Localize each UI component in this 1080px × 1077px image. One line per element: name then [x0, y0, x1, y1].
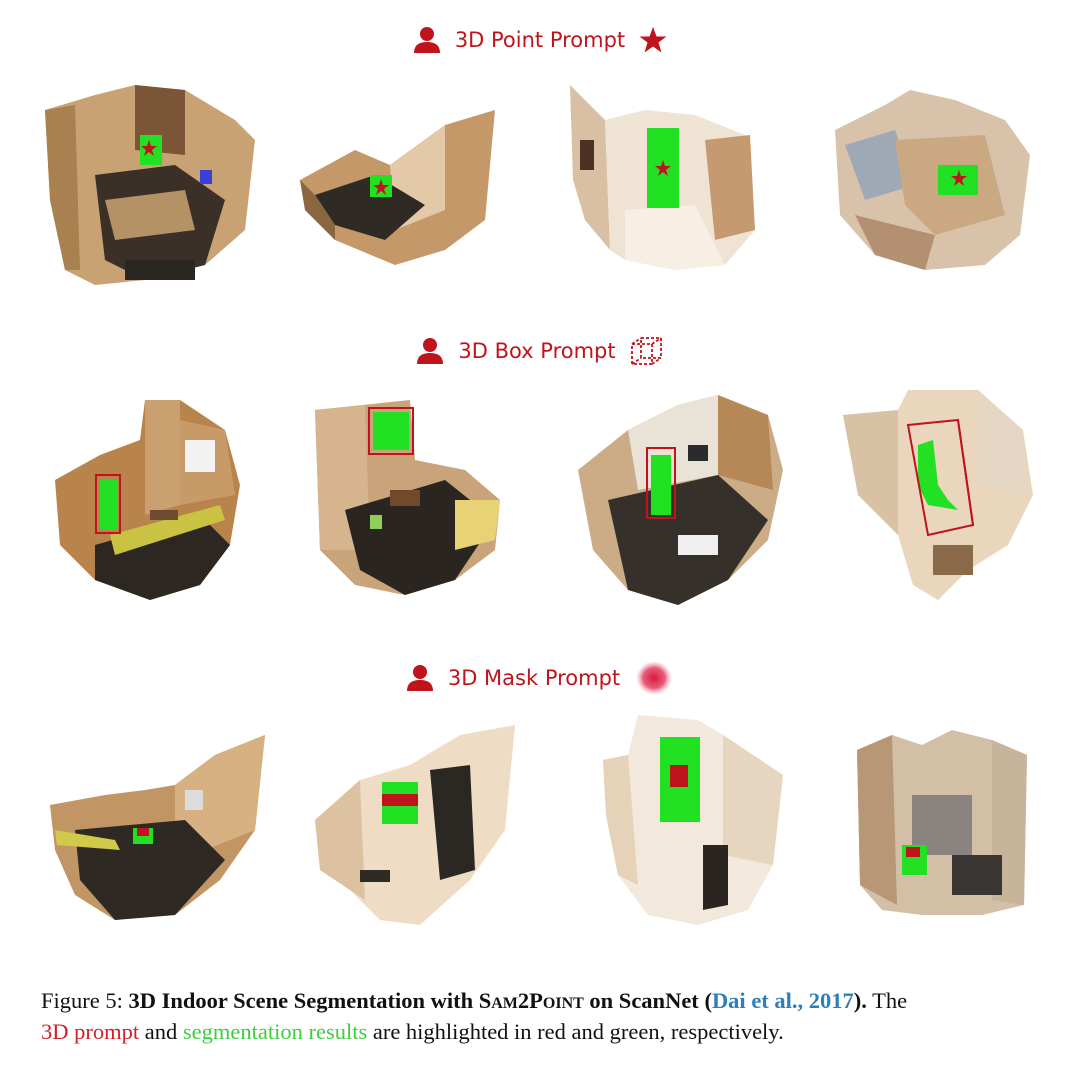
- caption-the: The: [872, 988, 908, 1013]
- row-label: 3D Mask Prompt: [447, 666, 621, 690]
- scene-box-2: [305, 400, 505, 605]
- scene-point-1: [35, 80, 265, 295]
- caption-title-part1: 3D Indoor Scene Segmentation with: [128, 988, 474, 1013]
- mask-blob-icon: [634, 658, 674, 698]
- figure-caption: Figure 5: 3D Indoor Scene Segmentation w…: [41, 988, 908, 1044]
- user-icon: [406, 664, 434, 692]
- row-label: 3D Point Prompt: [454, 28, 626, 52]
- caption-prompt-text: 3D prompt: [41, 1019, 140, 1044]
- caption-rest: are highlighted in red and green, respec…: [372, 1019, 784, 1044]
- scene-mask-3: [598, 715, 788, 930]
- scene-box-4: [838, 385, 1038, 605]
- scene-point-4: [825, 85, 1035, 275]
- scene-mask-1: [45, 730, 270, 925]
- scene-box-1: [50, 395, 250, 610]
- citation-year[interactable]: 2017: [808, 988, 854, 1013]
- caption-and: and: [144, 1019, 178, 1044]
- row-label: 3D Box Prompt: [458, 339, 616, 363]
- caption-title-part2: on ScanNet: [589, 988, 699, 1013]
- scene-box-3: [568, 390, 788, 610]
- scene-mask-2: [310, 720, 520, 930]
- row-header-point: 3D Point Prompt: [0, 20, 1080, 60]
- scene-point-3: [565, 80, 765, 275]
- star-icon: [639, 26, 667, 54]
- row-header-mask: 3D Mask Prompt: [0, 658, 1080, 698]
- citation-authors[interactable]: Dai et al.: [711, 988, 798, 1013]
- method-name: Sam2Point: [478, 988, 584, 1013]
- user-icon: [413, 26, 441, 54]
- caption-title-end: ).: [853, 988, 867, 1013]
- row-header-box: 3D Box Prompt: [0, 331, 1080, 371]
- user-icon: [416, 337, 444, 365]
- figure-label: Figure 5:: [41, 988, 123, 1013]
- caption-seg-text: segmentation results: [182, 1019, 368, 1044]
- scene-mask-4: [852, 725, 1032, 920]
- scene-point-2: [295, 100, 505, 275]
- 3d-box-icon: [630, 336, 664, 366]
